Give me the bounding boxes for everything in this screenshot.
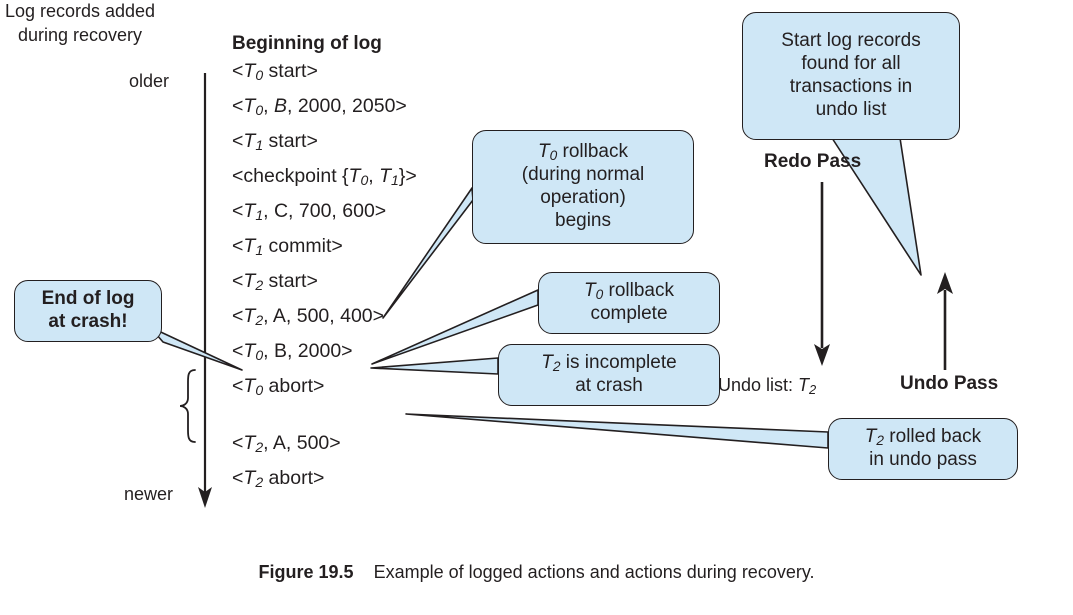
log-entry-t2-compensation-a: <T2, A, 500> [232, 432, 341, 455]
callout-rollback-begins: T0 rollback (during normal operation) be… [472, 130, 694, 244]
log-entry-t0-update-b: <T0, B, 2000, 2050> [232, 95, 407, 118]
redo-pass-label: Redo Pass [764, 151, 862, 172]
log-entry-t1-commit: <T1 commit> [232, 235, 343, 258]
log-entry-t2-update-a: <T2, A, 500, 400> [232, 305, 385, 328]
recovery-bracket-label: Log records added during recovery [4, 1, 156, 45]
log-entry-t2-start: <T2 start> [232, 270, 318, 293]
recovery-brace [179, 369, 196, 443]
log-entry-t0-compensation-b: <T0, B, 2000> [232, 340, 353, 363]
callout-start-log-records: Start log records found for all transact… [742, 12, 960, 140]
undo-list-label: Undo list: T2 [718, 375, 817, 397]
tail-t2-incomplete [370, 357, 499, 375]
redo-pass-arrow [814, 182, 830, 366]
tail-rollback-begin [382, 187, 474, 319]
undo-pass-label: Undo Pass [900, 373, 999, 394]
caption-label: Figure 19.5 [258, 562, 354, 582]
log-heading: Beginning of log [232, 33, 382, 54]
log-entry-t2-abort: <T2 abort> [232, 467, 325, 490]
log-entry-checkpoint: <checkpoint {T0, T1}> [232, 165, 417, 188]
newer-label: newer [124, 484, 174, 504]
undo-pass-arrow [937, 272, 953, 370]
caption-text: Example of logged actions and actions du… [373, 562, 815, 582]
tail-end-of-log [149, 326, 243, 371]
figure-caption: Figure 19.5 Example of logged actions an… [0, 562, 1073, 583]
tail-t2-rolled-back [405, 413, 829, 449]
log-entry-t1-start: <T1 start> [232, 130, 318, 153]
log-entry-t0-abort: <T0 abort> [232, 375, 325, 398]
timeline-arrow [198, 73, 212, 508]
log-entry-t0-start: <T0 start> [232, 60, 318, 83]
log-entry-t1-update-c: <T1, C, 700, 600> [232, 200, 387, 223]
older-label: older [129, 71, 170, 91]
